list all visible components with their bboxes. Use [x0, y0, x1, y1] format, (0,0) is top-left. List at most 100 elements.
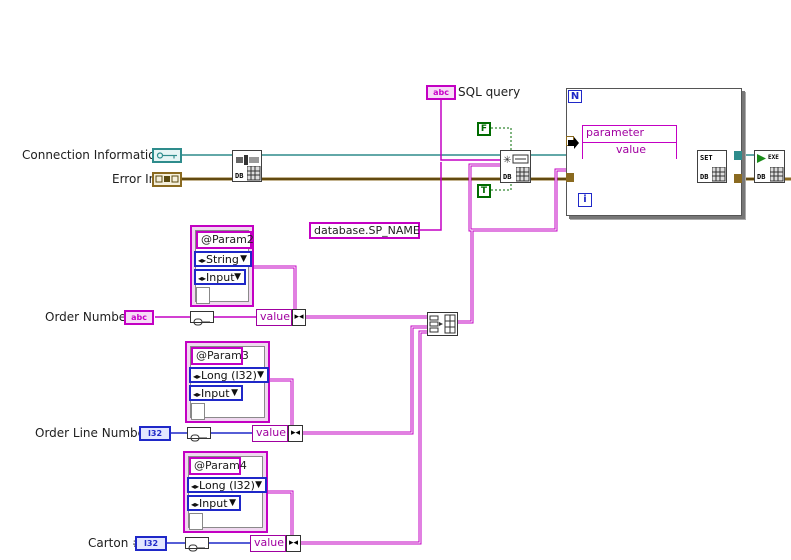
chevron-down-icon: ▼	[234, 272, 241, 282]
param-direction-text: Input	[206, 271, 235, 284]
loop-error-output-tunnel	[734, 174, 742, 183]
bundle-value-text: value	[260, 310, 291, 323]
false-constant[interactable]: F	[477, 122, 491, 136]
array-wire	[458, 163, 566, 324]
refnum-icon	[156, 152, 177, 159]
param-cluster-4[interactable]: @Param4 ◂▸Long (I32) ▼ ◂▸Input ▼	[183, 451, 268, 533]
svg-text:✳: ✳	[503, 155, 511, 165]
sp-name-text: database.SP_NAME	[314, 224, 420, 237]
order-line-number-label: Order Line Number	[35, 426, 150, 440]
param-direction-text: Input	[201, 387, 230, 400]
build-array-icon	[429, 314, 456, 334]
open-connection-subvi[interactable]: DB	[232, 150, 262, 182]
error-in-terminal[interactable]	[152, 172, 182, 187]
database-icon	[712, 167, 726, 182]
order-number-terminal[interactable]: abc	[124, 310, 154, 325]
param-direction-ring[interactable]: ◂▸Input ▼	[194, 269, 246, 285]
error-cluster-icon	[155, 175, 179, 183]
order-number-label: Order Number	[45, 310, 132, 324]
order-line-number-terminal[interactable]: I32	[139, 426, 171, 441]
param-type-ring[interactable]: ◂▸String ▼	[194, 251, 252, 267]
unbundle-field-2-text: value	[615, 143, 647, 156]
db-text: DB	[757, 173, 766, 181]
db-text: DB	[503, 173, 512, 181]
connection-terminal[interactable]	[152, 148, 182, 163]
play-icon	[757, 154, 766, 163]
ring-arrows-icon: ◂▸	[193, 390, 202, 399]
chevron-down-icon: ▼	[257, 370, 264, 380]
param-value-variant[interactable]	[196, 287, 210, 304]
true-text: T	[480, 186, 488, 196]
param-name-field[interactable]: @Param3	[191, 347, 249, 365]
unbundle-field-parameter-name: parameter name	[583, 126, 676, 153]
param-name-field[interactable]: @Param2	[196, 231, 254, 249]
unbundle-field-value: value	[583, 143, 676, 159]
bundle-value-field[interactable]: value	[250, 535, 286, 552]
param-direction-ring[interactable]: ◂▸Input ▼	[189, 385, 243, 401]
db-text: DB	[235, 172, 244, 180]
ring-arrows-icon: ◂▸	[191, 482, 200, 491]
abc-label: abc	[131, 313, 147, 322]
set-parameter-subvi[interactable]: SET DB	[697, 150, 727, 183]
carton-label: Carton #	[88, 536, 143, 550]
plug-icon	[236, 155, 259, 165]
param-type-text: Long (I32)	[199, 479, 255, 492]
chevron-down-icon: ▼	[229, 498, 236, 508]
param-type-ring[interactable]: ◂▸Long (I32) ▼	[189, 367, 269, 383]
chevron-down-icon: ▼	[240, 254, 247, 264]
exe-text: EXE	[768, 154, 779, 161]
connection-label: Connection Information	[22, 148, 164, 162]
bundle-arrow-icon: ▸◂	[288, 538, 299, 548]
param-type-ring[interactable]: ◂▸Long (I32) ▼	[187, 477, 267, 493]
param-value-variant[interactable]	[189, 513, 203, 530]
database-icon	[516, 167, 530, 182]
to-variant-node[interactable]	[185, 537, 209, 552]
abc-label: abc	[433, 88, 449, 97]
true-constant[interactable]: T	[477, 184, 491, 198]
database-icon	[247, 166, 261, 181]
to-variant-icon	[190, 434, 207, 442]
to-variant-icon	[193, 318, 210, 326]
param-type-text: Long (I32)	[201, 369, 257, 382]
bundle-node[interactable]: ▸◂	[286, 535, 301, 552]
param-cluster-2[interactable]: @Param2 ◂▸String ▼ ◂▸Input ▼	[190, 225, 254, 307]
param-direction-ring[interactable]: ◂▸Input ▼	[187, 495, 241, 511]
sp-name-constant[interactable]: database.SP_NAME	[309, 222, 420, 239]
loop-iteration-text: i	[583, 194, 587, 205]
create-command-subvi[interactable]: ✳ DB	[500, 150, 531, 183]
to-variant-icon	[188, 544, 205, 552]
carton-terminal[interactable]: I32	[135, 536, 167, 551]
param-cluster-3[interactable]: @Param3 ◂▸Long (I32) ▼ ◂▸Input ▼	[185, 341, 270, 423]
database-icon	[770, 167, 784, 182]
bundle-value-text: value	[256, 426, 287, 439]
bundle-arrow-icon: ▸◂	[290, 428, 301, 438]
bundle-arrow-icon: ▸◂	[294, 312, 304, 322]
ring-arrows-icon: ◂▸	[198, 256, 207, 265]
sql-query-terminal[interactable]: abc	[426, 85, 456, 100]
ring-arrows-icon: ◂▸	[198, 274, 207, 283]
bundle-node[interactable]: ▸◂	[292, 309, 306, 326]
ring-arrows-icon: ◂▸	[191, 500, 200, 509]
to-variant-node[interactable]	[190, 311, 214, 326]
param-name-field[interactable]: @Param4	[189, 457, 247, 475]
bundle-value-field[interactable]: value	[252, 425, 288, 442]
to-variant-node[interactable]	[187, 427, 211, 442]
loop-iteration-terminal: i	[578, 193, 592, 207]
param-value-variant[interactable]	[191, 403, 205, 420]
param-type-text: String	[206, 253, 239, 266]
i32-label: I32	[143, 539, 159, 548]
loop-count-terminal[interactable]: N	[568, 90, 582, 103]
bool-wires	[491, 127, 512, 191]
error-in-label: Error In	[112, 172, 157, 186]
param-direction-text: Input	[199, 497, 228, 510]
build-array-node[interactable]	[427, 312, 458, 336]
chevron-down-icon: ▼	[231, 388, 238, 398]
bundle-node[interactable]: ▸◂	[288, 425, 303, 442]
sql-wire	[420, 100, 500, 231]
execute-subvi[interactable]: EXE DB	[754, 150, 785, 183]
sql-query-label: SQL query	[458, 85, 521, 99]
ring-arrows-icon: ◂▸	[193, 372, 202, 381]
unbundle-by-name[interactable]: parameter name value	[582, 125, 677, 159]
bundle-value-field[interactable]: value	[256, 309, 292, 326]
